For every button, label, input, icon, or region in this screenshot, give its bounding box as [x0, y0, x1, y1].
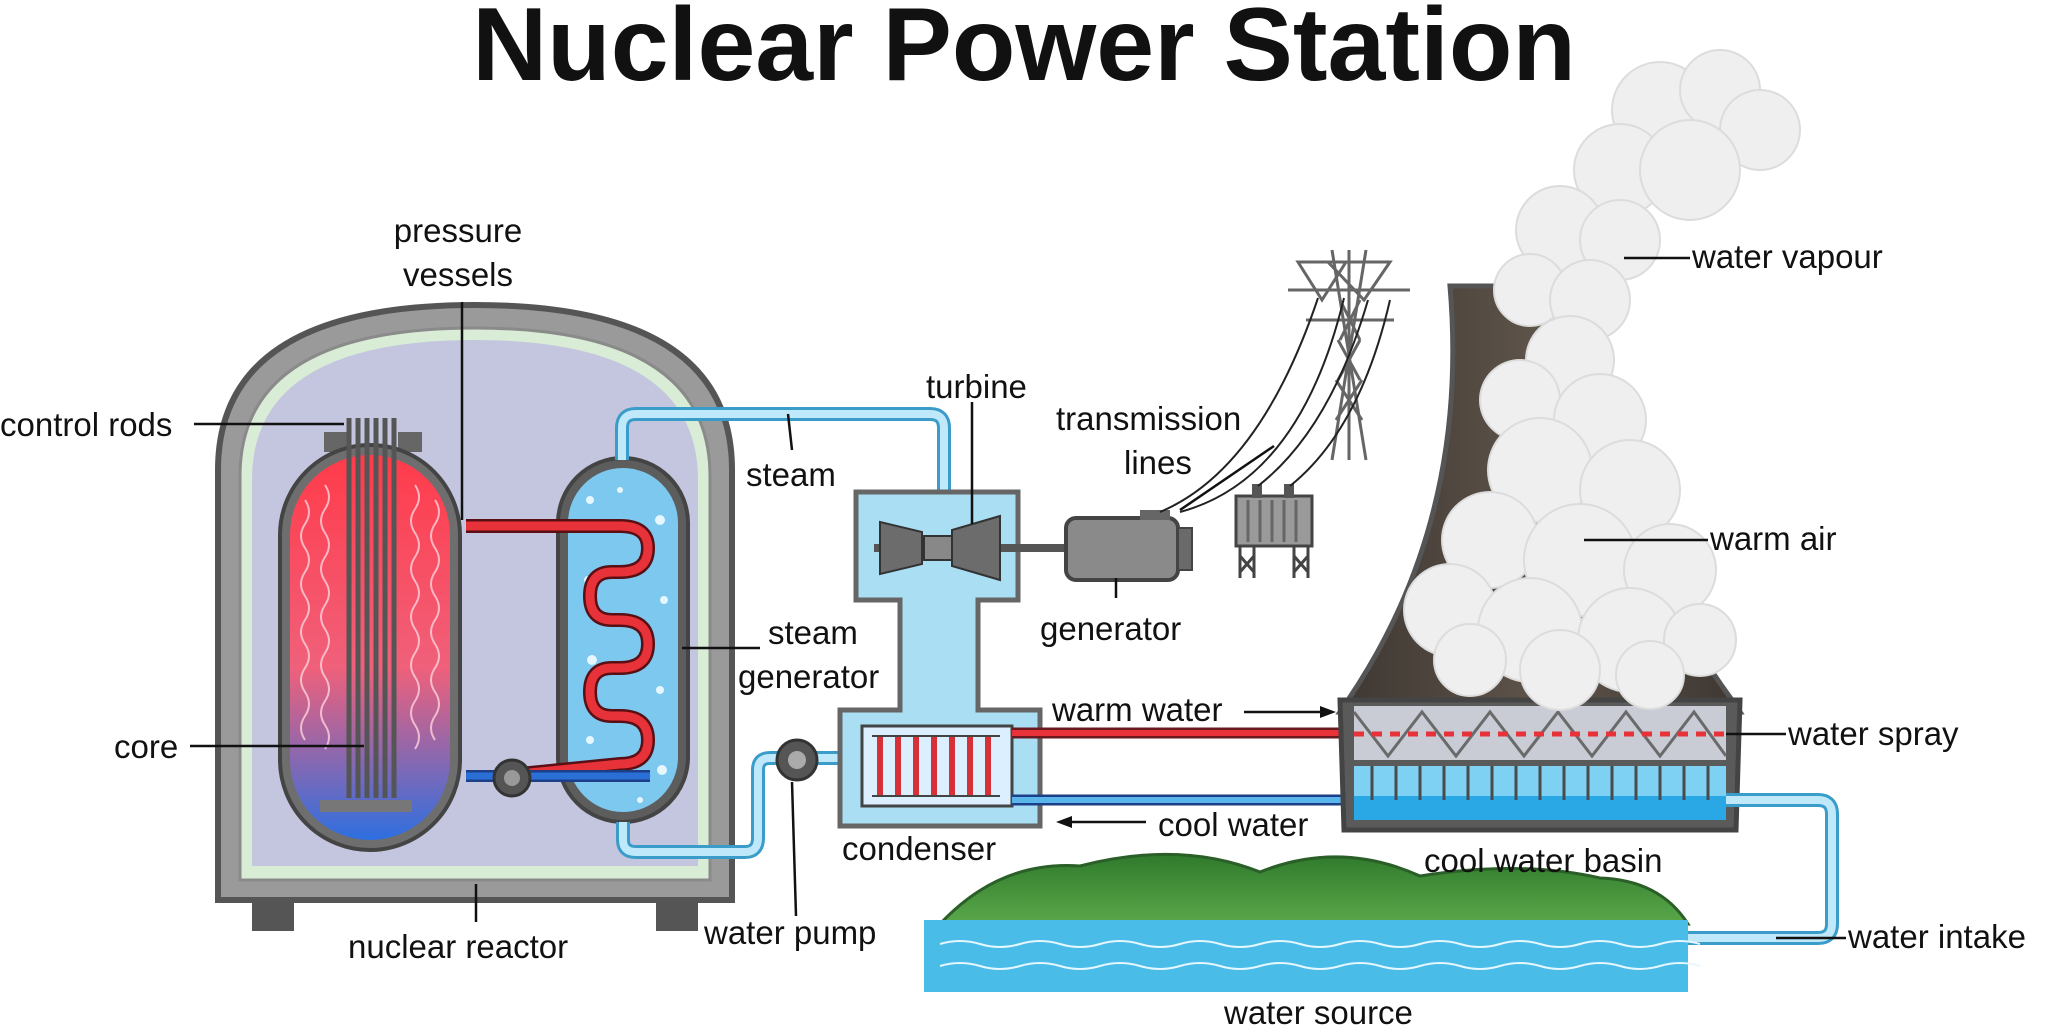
label-steam-generator-1: steam [768, 614, 858, 651]
labels: pressure vessels control rods core nucle… [0, 212, 2026, 1026]
label-warm-water: warm water [1051, 691, 1223, 728]
label-core: core [114, 728, 178, 765]
water-pump [775, 738, 819, 782]
label-pressure-vessels-1: pressure [394, 212, 522, 249]
label-transmission-lines-2: lines [1124, 444, 1192, 481]
steam-cloud [1403, 49, 1801, 711]
label-steam-generator-2: generator [738, 658, 879, 695]
turbine [874, 514, 1080, 582]
label-water-pump: water pump [703, 914, 876, 951]
transmission-lines [1159, 297, 1391, 513]
label-condenser: condenser [842, 830, 996, 867]
label-water-intake: water intake [1847, 918, 2026, 955]
pressure-vessel [278, 418, 462, 852]
label-nuclear-reactor: nuclear reactor [348, 928, 568, 965]
label-turbine: turbine [926, 368, 1027, 405]
label-transmission-lines-1: transmission [1056, 400, 1241, 437]
condenser [860, 724, 1014, 808]
label-generator: generator [1040, 610, 1181, 647]
label-water-vapour: water vapour [1691, 238, 1883, 275]
label-warm-air: warm air [1709, 520, 1837, 557]
transformer [1234, 484, 1314, 578]
steam-pipe [615, 407, 951, 859]
control-rods [346, 418, 397, 798]
label-pressure-vessels-2: vessels [403, 256, 513, 293]
water-pipes [1012, 727, 1352, 806]
label-water-source: water source [1223, 994, 1413, 1026]
leader-lines [190, 256, 1846, 940]
generator [1064, 510, 1193, 582]
landscape [924, 852, 1701, 992]
steam-generator [466, 456, 690, 824]
page-title: Nuclear Power Station [472, 0, 1576, 103]
label-steam: steam [746, 456, 836, 493]
label-control-rods: control rods [0, 406, 172, 443]
label-cool-water: cool water [1158, 806, 1308, 843]
label-water-spray: water spray [1787, 715, 1959, 752]
label-cool-water-basin: cool water basin [1424, 842, 1662, 879]
